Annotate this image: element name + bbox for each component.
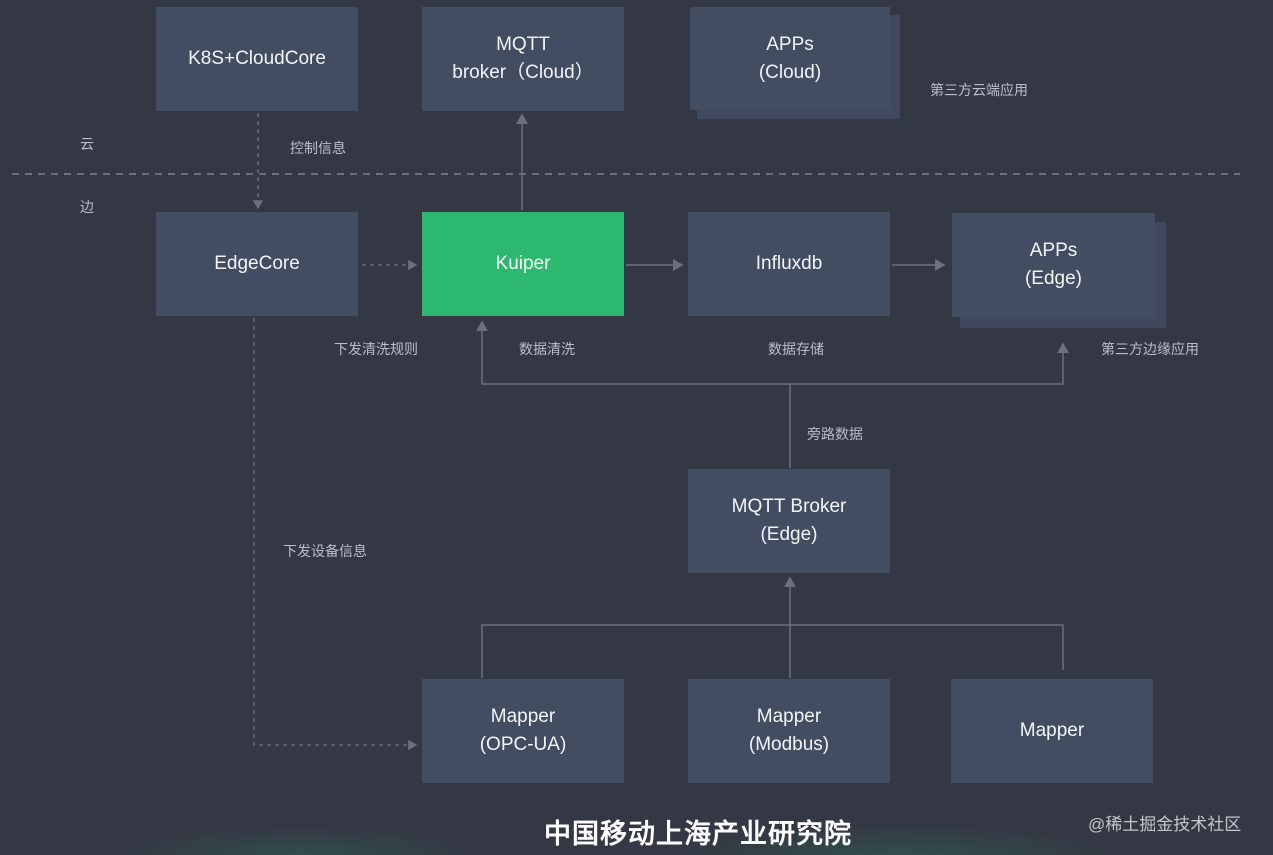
node-label: MQTT bbox=[496, 34, 550, 55]
label-dispatch-cleaning-rules: 下发清洗规则 bbox=[334, 341, 418, 357]
node-kuiper[interactable]: Kuiper bbox=[422, 212, 624, 316]
node-mqtt-broker-edge[interactable]: MQTT Broker (Edge) bbox=[688, 469, 890, 573]
node-apps-edge[interactable]: APPs (Edge) bbox=[952, 213, 1155, 317]
label-control-info: 控制信息 bbox=[290, 140, 346, 156]
node-mapper-modbus[interactable]: Mapper (Modbus) bbox=[688, 679, 890, 783]
node-label: Influxdb bbox=[755, 253, 823, 274]
node-influxdb[interactable]: Influxdb bbox=[688, 212, 890, 316]
node-edgecore[interactable]: EdgeCore bbox=[156, 212, 358, 316]
node-apps-cloud[interactable]: APPs (Cloud) bbox=[690, 7, 890, 110]
node-label: K8S+CloudCore bbox=[188, 48, 326, 69]
label-bypass-data: 旁路数据 bbox=[807, 426, 863, 442]
edge-bypass-to-kuiper bbox=[476, 320, 790, 385]
node-label: EdgeCore bbox=[214, 253, 300, 274]
edge-edgecore-to-mapper bbox=[253, 318, 418, 751]
zone-label-cloud: 云 bbox=[80, 136, 94, 152]
node-label: MQTT Broker bbox=[731, 496, 847, 517]
node-label: APPs bbox=[766, 33, 814, 55]
node-sublabel: (Modbus) bbox=[748, 734, 830, 755]
node-k8s-cloudcore[interactable]: K8S+CloudCore bbox=[156, 7, 358, 111]
node-sublabel: broker（Cloud） bbox=[452, 62, 594, 83]
node-sublabel: (OPC-UA) bbox=[479, 734, 567, 755]
node-label: Mapper bbox=[1019, 720, 1085, 741]
node-label: Mapper bbox=[490, 706, 556, 727]
label-data-cleaning: 数据清洗 bbox=[519, 341, 575, 357]
label-third-party-cloud-apps: 第三方云端应用 bbox=[930, 82, 1028, 98]
node-label: APPs bbox=[1029, 240, 1078, 261]
edge-mappers-bus bbox=[481, 624, 1064, 678]
node-mapper-opcua[interactable]: Mapper (OPC-UA) bbox=[422, 679, 624, 783]
node-mapper-generic[interactable]: Mapper bbox=[951, 679, 1153, 783]
node-label: Kuiper bbox=[495, 253, 551, 274]
edge-bypass-to-apps-edge bbox=[790, 342, 1069, 385]
node-sublabel: (Cloud) bbox=[758, 61, 822, 83]
label-dispatch-device-info: 下发设备信息 bbox=[283, 543, 367, 559]
node-mqtt-broker-cloud[interactable]: MQTT broker（Cloud） bbox=[422, 7, 624, 111]
label-third-party-edge-apps: 第三方边缘应用 bbox=[1101, 341, 1199, 357]
zone-label-edge: 边 bbox=[80, 199, 94, 215]
footer-title: 中国移动上海产业研究院 bbox=[544, 819, 852, 849]
watermark: @稀土掘金技术社区 bbox=[1088, 815, 1242, 834]
node-sublabel: (Edge) bbox=[760, 524, 818, 545]
node-label: Mapper bbox=[756, 706, 822, 727]
label-data-storage: 数据存储 bbox=[768, 341, 824, 357]
node-sublabel: (Edge) bbox=[1024, 268, 1083, 289]
